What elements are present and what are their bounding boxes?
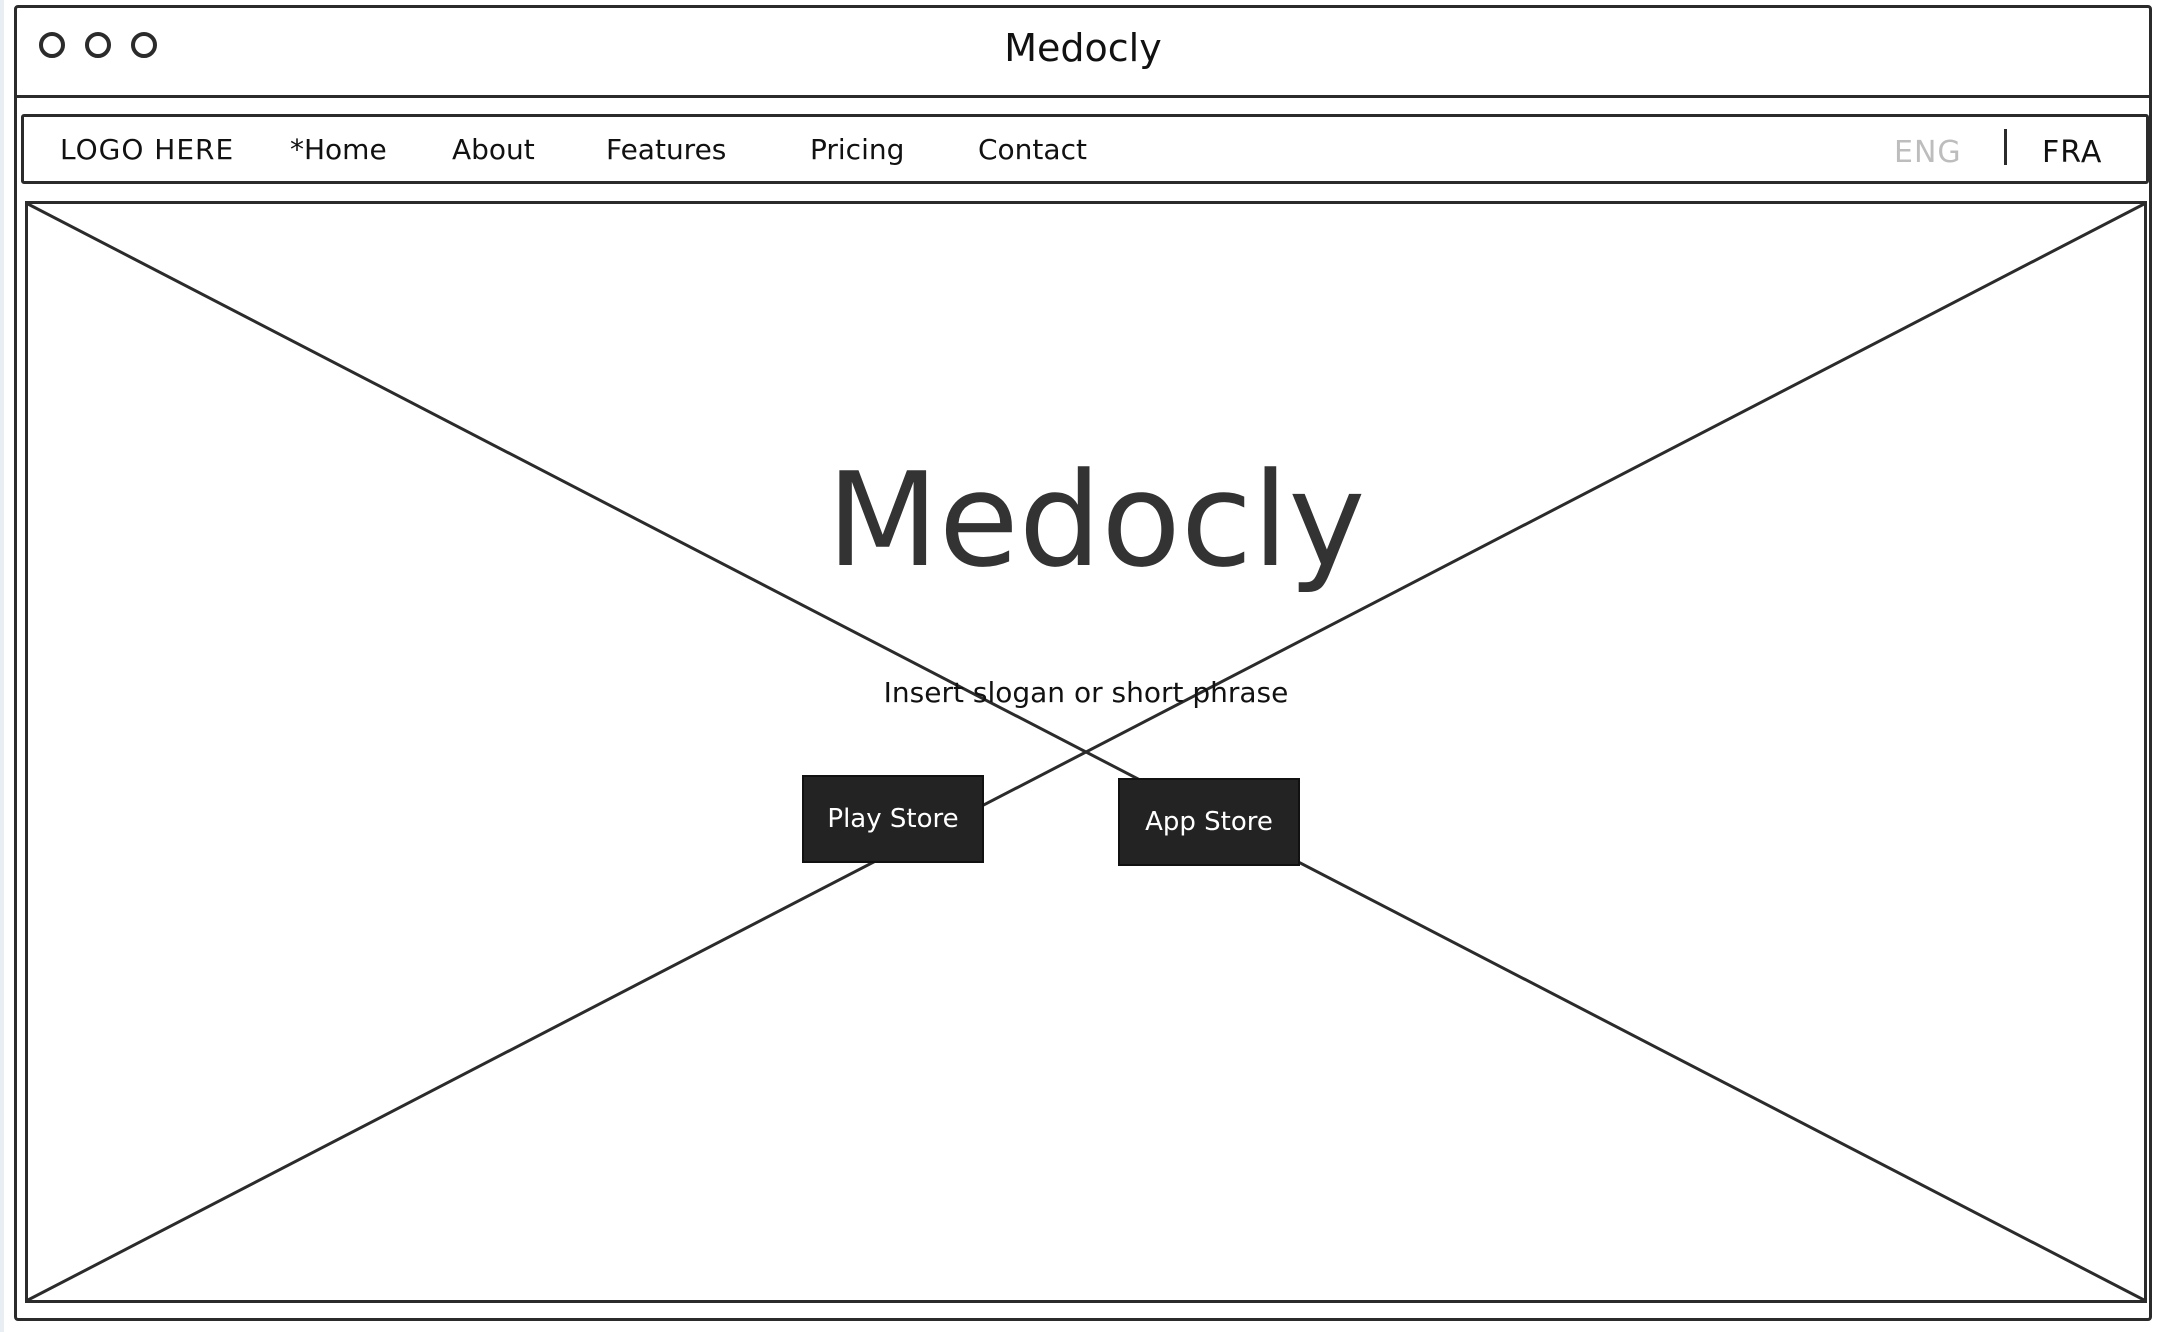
app-store-button[interactable]: App Store [1118, 778, 1300, 866]
navbar: LOGO HERE *Home About Features Pricing C… [21, 114, 2149, 184]
hero-section: Medocly Insert slogan or short phrase Pl… [25, 201, 2147, 1303]
nav-item-features[interactable]: Features [606, 133, 727, 166]
close-window-icon[interactable] [39, 32, 65, 58]
play-store-button[interactable]: Play Store [802, 775, 984, 863]
left-gutter [0, 0, 4, 1332]
window-controls [39, 32, 157, 58]
minimize-window-icon[interactable] [85, 32, 111, 58]
hero-slogan: Insert slogan or short phrase [883, 676, 1289, 709]
language-fra[interactable]: FRA [2042, 135, 2103, 170]
nav-item-contact[interactable]: Contact [978, 133, 1087, 166]
nav-item-pricing[interactable]: Pricing [810, 133, 905, 166]
browser-window: Medocly LOGO HERE *Home About Features P… [14, 5, 2152, 1321]
nav-item-home[interactable]: *Home [290, 133, 387, 166]
hero-title: Medocly [826, 444, 1366, 596]
nav-item-about[interactable]: About [452, 133, 535, 166]
language-divider [2004, 129, 2007, 165]
title-bar: Medocly [17, 8, 2149, 98]
window-title: Medocly [1004, 26, 1162, 70]
image-placeholder-icon [28, 204, 2144, 1300]
maximize-window-icon[interactable] [131, 32, 157, 58]
logo-placeholder[interactable]: LOGO HERE [60, 133, 235, 166]
language-eng[interactable]: ENG [1894, 135, 1962, 170]
